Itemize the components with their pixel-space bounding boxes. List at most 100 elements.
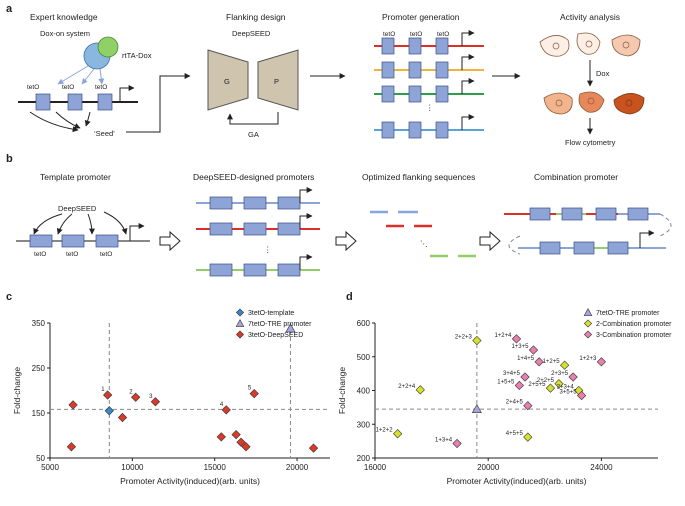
point-label: 5: [248, 386, 252, 392]
rtta-dox-label: rtTA-Dox: [122, 51, 152, 60]
point-label: 1: [101, 387, 105, 393]
panel-a: a Expert knowledge Dox-on system rtTA-Do…: [6, 3, 645, 147]
point-label: 2+3+4: [557, 385, 575, 391]
point-label: 1+2+4: [494, 333, 512, 339]
seed-label: ‘Seed’: [94, 129, 115, 138]
legend-marker: [583, 319, 593, 328]
legend-marker: [583, 308, 593, 316]
promoter-row: [374, 54, 484, 79]
y-tick-label: 250: [32, 364, 46, 373]
teto-label: tetO: [66, 251, 78, 258]
x-tick-label: 16000: [364, 463, 387, 472]
deepseed-arrow: [33, 213, 63, 235]
data-point-diamond: [103, 390, 113, 400]
tss-arrow-icon: [119, 85, 135, 102]
x-tick-label: 24000: [590, 463, 613, 472]
data-point-diamond: [104, 406, 114, 416]
panel-b: b Template promoter DeepSEED tetO tetO t…: [6, 153, 672, 277]
promoter-generation-title: Promoter generation: [382, 12, 460, 22]
point-label: 3+5+5: [560, 390, 578, 396]
point-label: 3+4+5: [503, 371, 521, 377]
cells-after-induction: [543, 91, 645, 115]
promoter-row: [196, 187, 320, 210]
x-tick-label: 15000: [204, 463, 227, 472]
block-arrow-icon: [159, 230, 181, 252]
expert-knowledge-title: Expert knowledge: [30, 12, 98, 22]
teto-label: tetO: [410, 31, 422, 38]
data-point-diamond: [534, 357, 544, 367]
point-label: 2+4+5: [506, 400, 524, 406]
dox-label: Dox: [596, 69, 610, 78]
data-point-diamond: [472, 335, 482, 346]
point-label: 1+2+2: [376, 428, 394, 434]
teto-box: [67, 93, 83, 111]
data-point-diamond: [514, 380, 524, 391]
x-tick-label: 20000: [477, 463, 500, 472]
binding-arrow: [98, 68, 105, 85]
data-point-diamond: [241, 442, 251, 452]
y-tick-label: 350: [32, 319, 46, 328]
promoter-row: [196, 213, 320, 236]
legend-marker: [583, 330, 593, 339]
binding-arrow: [81, 68, 95, 85]
teto-label: tetO: [34, 251, 46, 258]
y-axis-label: Fold-change: [12, 367, 22, 415]
data-point-diamond: [523, 401, 533, 411]
point-label: 2+5+5: [528, 382, 546, 388]
point-label: 1+3+4: [435, 437, 453, 443]
activity-analysis-title: Activity analysis: [560, 12, 620, 22]
teto-box: [35, 93, 51, 111]
deepseed-label: DeepSEED: [58, 204, 97, 213]
vertical-ellipsis: ⋮: [426, 103, 434, 112]
data-point-diamond: [528, 345, 539, 355]
data-point-diamond: [554, 379, 564, 389]
data-point-diamond: [452, 438, 462, 449]
data-point-diamond: [568, 372, 578, 382]
y-tick-label: 600: [357, 319, 371, 328]
cells-before-induction: [539, 32, 641, 57]
predictor-block: [257, 49, 299, 111]
data-point-triangle: [285, 323, 296, 333]
x-tick-label: 10000: [121, 463, 144, 472]
seed-arrow: [84, 111, 91, 127]
y-tick-label: 50: [36, 454, 45, 463]
data-point-diamond: [231, 429, 241, 440]
promoter-row: [374, 114, 484, 139]
data-point-diamond: [596, 357, 607, 367]
optimized-flanking-title: Optimized flanking sequences: [362, 172, 475, 182]
deepseed-label: DeepSEED: [232, 29, 271, 38]
legend-marker: [235, 330, 245, 339]
tss-arrow-icon: [129, 223, 145, 241]
deepseed-arrow: [87, 213, 95, 235]
dox-molecule-icon: [97, 36, 119, 58]
designed-promoter-list: [196, 187, 320, 277]
x-axis-label: Promoter Activity(induced)(arb. units): [120, 476, 260, 486]
flow-arrow: [126, 73, 191, 133]
data-point-diamond: [216, 432, 226, 442]
teto-label: tetO: [383, 31, 395, 38]
data-point-diamond: [523, 432, 533, 442]
designed-promoters-title: DeepSEED-designed promoters: [193, 172, 314, 182]
dox-on-system-label: Dox-on system: [40, 29, 90, 38]
promoter-row: [374, 78, 484, 103]
y-axis-label: Fold-change: [337, 367, 347, 415]
point-label: 2+2+4: [398, 384, 416, 390]
data-point-diamond: [576, 390, 587, 401]
point-label: 1+2+3: [579, 356, 597, 362]
data-point-diamond: [393, 429, 403, 439]
data-point-diamond: [131, 392, 141, 402]
x-axis-label: Promoter Activity(induced)(arb. units): [447, 476, 587, 486]
flanking-design-title: Flanking design: [226, 12, 286, 22]
teto-label: tetO: [27, 84, 39, 91]
teto-box: [61, 234, 85, 248]
teto-label: tetO: [62, 84, 74, 91]
teto-box: [95, 234, 119, 248]
point-label: 1+3+5: [511, 344, 529, 350]
seed-arrow: [55, 111, 81, 129]
legend-marker: [235, 319, 245, 327]
legend-entry: 7tetO-TRE promoter: [596, 310, 660, 317]
data-point-diamond: [308, 443, 319, 453]
